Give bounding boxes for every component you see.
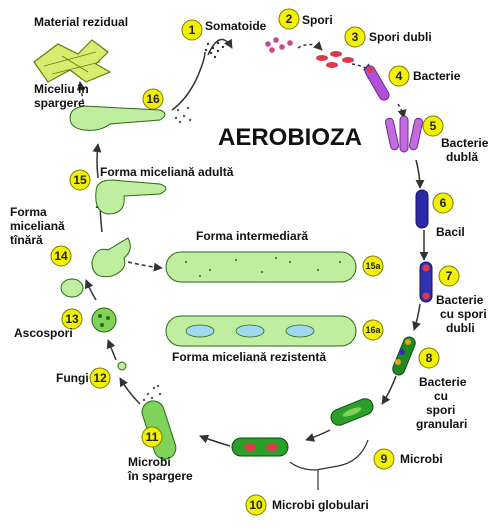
diagram-title: AEROBIOZA [218,124,362,151]
adult-mycelial-form-shape [95,179,167,215]
svg-text:2: 2 [286,12,293,26]
svg-text:1: 1 [189,23,196,37]
svg-text:8: 8 [426,351,433,365]
badge-5: 5 [422,115,444,137]
svg-text:5: 5 [430,119,437,133]
intermediate-form-shape [165,251,357,283]
bacterium-double-spores-shape [419,261,433,303]
label-14-line-2: miceliană [10,219,65,233]
svg-text:4: 4 [396,69,403,83]
label-3: Spori dubli [369,30,432,44]
label-7-line-3: dubli [446,321,475,335]
svg-text:15a: 15a [365,261,381,271]
svg-text:11: 11 [146,430,159,444]
label-11-line-1: Microbi [128,455,171,469]
microbes-shape [330,398,374,426]
bacterium-granular-spores-shape [392,336,416,376]
label-7-line-2: cu spori [440,307,487,321]
label-8-line-2: cu [434,389,448,403]
badge-15a: 15a [362,255,384,277]
resistant-mycelial-form-shape [165,315,357,347]
svg-text:9: 9 [381,452,388,466]
badge-4: 4 [388,65,410,87]
label-1: Somatoide [205,19,267,33]
badge-16a: 16a [362,319,384,341]
label-16-line-1: Miceliu în [34,82,89,96]
svg-text:7: 7 [446,269,453,283]
svg-text:16: 16 [146,92,160,106]
badge-3: 3 [344,26,366,48]
label-8-line-4: granulari [416,417,467,431]
label-residual-material: Material rezidual [34,15,128,29]
bursting-mycelium-shape [69,105,192,131]
label-15: Forma miceliană adultă [100,165,234,179]
label-11-line-2: în spargere [127,469,193,483]
svg-text:15: 15 [73,173,87,187]
svg-text:12: 12 [93,371,107,385]
badge-6: 6 [432,192,454,214]
stage-labels: Material rezidual Somatoide Spori Spori … [10,13,489,512]
badge-2: 2 [278,8,300,30]
fungi-shape [117,361,127,371]
badge-1: 1 [181,19,203,41]
label-14-line-3: tînără [10,233,43,247]
badge-13: 13 [61,308,83,330]
label-6: Bacil [436,225,465,239]
label-5-line-1: Bacterie [441,136,489,150]
svg-text:13: 13 [65,312,79,326]
globular-microbes-shape [231,437,289,457]
badge-8: 8 [418,347,440,369]
badge-12: 12 [89,367,111,389]
badge-11: 11 [141,426,163,448]
svg-text:6: 6 [440,196,447,210]
badge-14: 14 [50,245,72,267]
double-spores-shape [316,51,354,68]
stage-badges: 1 2 3 4 5 6 7 8 9 10 11 12 13 14 15 15a … [50,8,460,516]
badge-10: 10 [245,494,267,516]
svg-text:14: 14 [54,249,68,263]
double-bacterium-shape [385,115,423,153]
bacterium-shape [364,65,390,101]
label-2: Spori [302,13,333,27]
bursting-microbes-shape [141,384,177,460]
spores-shape [265,37,293,53]
label-10: Microbi globulari [272,498,369,512]
label-5-line-2: dublă [446,150,478,164]
label-9: Microbi [400,452,443,466]
label-15a: Forma intermediară [196,229,308,243]
somatoide-dots [204,41,225,59]
residual-material-shape [33,39,112,83]
label-8-line-1: Bacterie [419,375,467,389]
badge-9: 9 [373,448,395,470]
young-mycelial-form-shape [60,237,131,298]
badge-16: 16 [142,88,164,110]
label-16a: Forma miceliană rezistentă [172,350,326,364]
label-4: Bacterie [413,69,461,83]
svg-text:10: 10 [249,498,263,512]
badge-15: 15 [69,169,91,191]
bacillus-shape [415,189,429,229]
label-8-line-3: spori [426,403,455,417]
svg-text:3: 3 [352,30,359,44]
label-7-line-1: Bacterie [436,293,484,307]
label-12: Fungi [56,371,89,385]
label-13: Ascospori [14,326,73,340]
label-16-line-2: spargere [34,96,85,110]
label-14-line-1: Forma [10,205,47,219]
svg-text:16a: 16a [365,325,381,335]
ascospores-shape [91,307,117,333]
badge-7: 7 [438,265,460,287]
